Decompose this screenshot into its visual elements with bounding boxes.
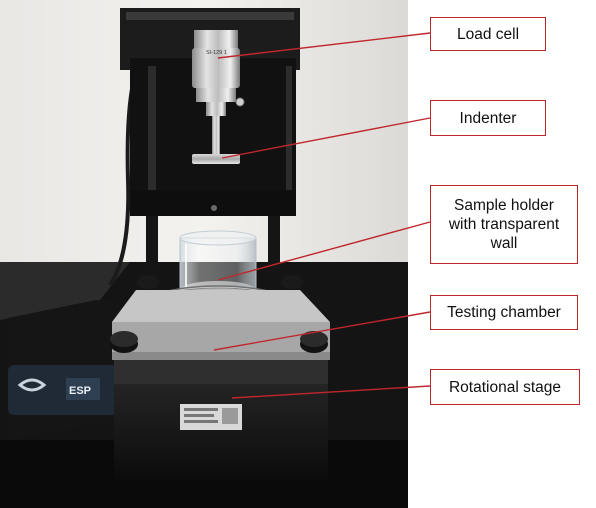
label-load-cell-text: Load cell	[456, 25, 520, 43]
label-sample-holder: Sample holder with transparent wall	[430, 185, 578, 264]
label-rotational-stage-text: Rotational stage	[448, 378, 562, 396]
label-rotational-stage: Rotational stage	[430, 369, 580, 405]
label-sample-holder-line1: Sample holder	[454, 197, 554, 214]
label-testing-chamber: Testing chamber	[430, 295, 578, 330]
label-indenter: Indenter	[430, 100, 546, 136]
brand-logo: ESP	[69, 385, 91, 397]
label-testing-chamber-text: Testing chamber	[447, 304, 561, 321]
label-sample-holder-line2: with transparent	[448, 216, 560, 233]
load-cell-tag: SI-129 1	[206, 50, 227, 56]
label-sample-holder-line3: wall	[490, 235, 518, 252]
label-load-cell: Load cell	[430, 17, 546, 51]
instrument-photo: ESP SI-129 1	[0, 0, 408, 508]
label-indenter-text: Indenter	[459, 109, 517, 127]
